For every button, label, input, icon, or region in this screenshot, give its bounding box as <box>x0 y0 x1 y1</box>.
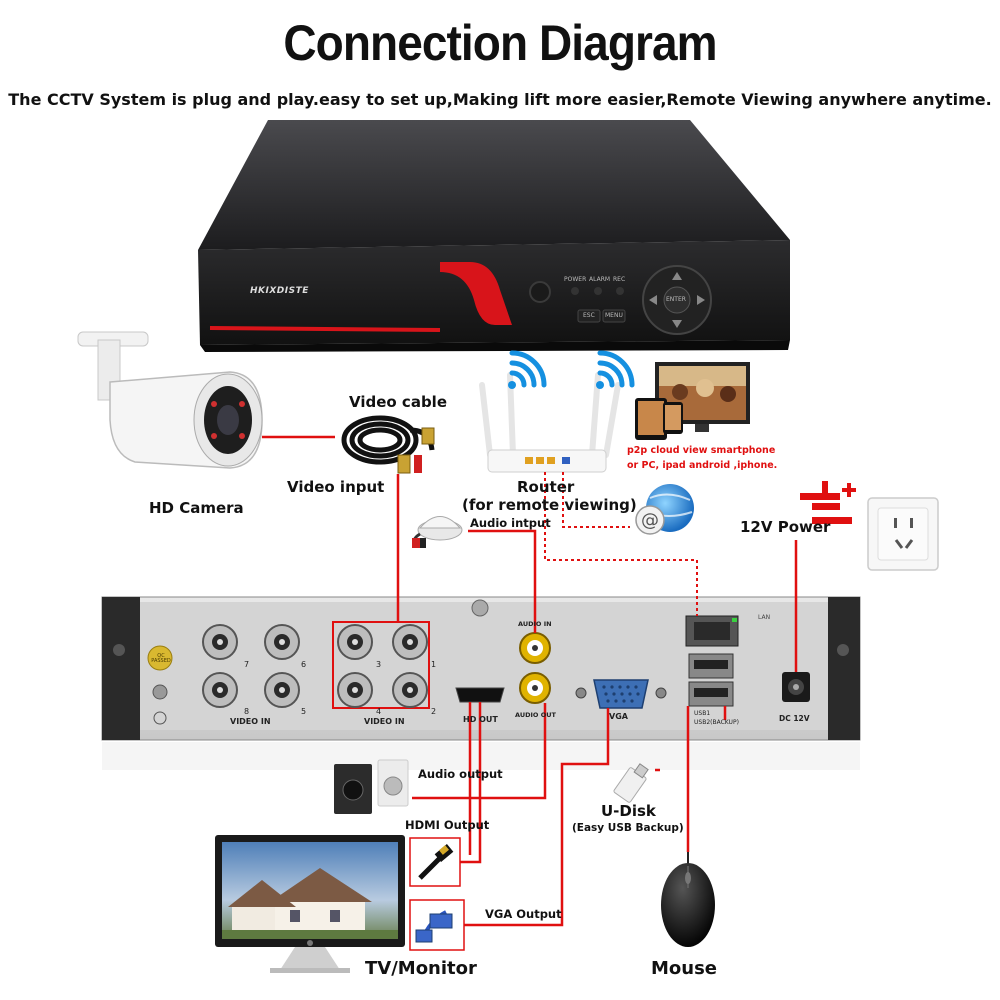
diagram-title: Connection Diagram <box>283 15 717 71</box>
mouse-icon <box>661 852 715 947</box>
p2p-line1-label: p2p cloud view smartphone <box>627 445 776 456</box>
audio-out-label: AUDIO OUT <box>515 711 556 719</box>
video-in-right-label: VIDEO IN <box>364 717 405 726</box>
router-lan-link <box>544 472 698 616</box>
audio-in-label: AUDIO IN <box>518 620 552 628</box>
alarm-led-icon <box>594 287 602 295</box>
vga-cable-icon <box>409 899 465 951</box>
esc-label: ESC <box>583 312 595 319</box>
hd-camera-label: HD Camera <box>149 499 244 517</box>
port-num-6: 6 <box>301 660 307 669</box>
vga-port <box>575 679 667 709</box>
hdmi-output-label: HDMI Output <box>405 818 490 832</box>
hd-out-label: HD OUT <box>463 715 498 724</box>
svg-text:@: @ <box>641 510 659 531</box>
audio-output-label: Audio output <box>418 767 503 781</box>
power-label: 12V Power <box>740 518 831 536</box>
port-num-4: 4 <box>376 707 382 716</box>
p2p-line2-label: or PC, ipad android ,iphone. <box>627 460 778 471</box>
audio-pickup-icon <box>412 516 463 548</box>
usb2-label: USB2(BACKUP) <box>694 719 739 726</box>
front-label-power: POWER <box>564 276 587 283</box>
port-num-1: 1 <box>431 660 437 669</box>
vga-label: VGA <box>609 712 628 721</box>
front-label-rec: REC <box>613 276 626 283</box>
internet-globe-icon: @ <box>635 484 694 535</box>
video-in-ports-5-8 <box>202 624 300 708</box>
diagram-subtitle: The CCTV System is plug and play.easy to… <box>8 90 992 109</box>
audio-out-port <box>519 672 551 704</box>
power-symbol-icon <box>800 481 856 524</box>
tv-monitor-label: TV/Monitor <box>365 958 477 979</box>
remote-devices-icon <box>635 362 750 440</box>
audio-in-port <box>519 632 551 664</box>
wall-outlet-icon <box>867 497 939 571</box>
router-note-label: (for remote viewing) <box>462 496 637 514</box>
router-label: Router <box>517 478 575 496</box>
port-num-3: 3 <box>376 660 382 669</box>
qc-sticker <box>147 645 173 671</box>
dc-power-port <box>782 672 810 702</box>
menu-button <box>602 309 626 323</box>
udisk-note-label: (Easy USB Backup) <box>572 822 684 834</box>
speakers-icon <box>334 759 409 814</box>
hd-camera-icon <box>77 331 263 469</box>
video-input-label: Video input <box>287 478 385 496</box>
lan-label: LAN <box>758 614 771 621</box>
video-cable-icon <box>341 415 435 474</box>
wifi-icon <box>596 350 635 389</box>
enter-label: ENTER <box>666 296 686 303</box>
lan-port <box>685 615 739 647</box>
ir-sensor-icon <box>529 281 551 303</box>
menu-label: MENU <box>605 312 623 319</box>
usb-drive-icon <box>613 763 649 803</box>
udisk-label: U-Disk <box>601 802 656 820</box>
rec-led-icon <box>616 287 624 295</box>
port-num-8: 8 <box>244 707 250 716</box>
hdmi-cable-icon <box>409 837 461 887</box>
mouse-label: Mouse <box>651 958 718 979</box>
power-led-icon <box>571 287 579 295</box>
audio-input-label: Audio intput <box>470 516 551 530</box>
connection-lines <box>262 435 798 927</box>
dvr-brand-label: HKIXDISTE <box>250 286 309 296</box>
video-cable-label: Video cable <box>349 393 447 411</box>
port-num-2: 2 <box>431 707 437 716</box>
wifi-icon <box>508 350 547 389</box>
dc-label: DC 12V <box>779 714 810 723</box>
router-icon <box>479 372 621 473</box>
qc-label: QC PASSED <box>151 653 171 664</box>
vga-output-label: VGA Output <box>485 907 562 921</box>
video-in-ports-1-4 <box>332 621 430 709</box>
dvr-red-accent <box>440 262 512 325</box>
dvr-front-unit <box>198 120 790 352</box>
tv-monitor-icon <box>215 835 405 973</box>
port-num-5: 5 <box>301 707 307 716</box>
video-in-left-label: VIDEO IN <box>230 717 271 726</box>
esc-button <box>577 309 601 323</box>
usb-ports <box>688 653 734 707</box>
front-label-alarm: ALARM <box>589 276 611 283</box>
usb1-label: USB1 <box>694 710 711 717</box>
port-num-7: 7 <box>244 660 250 669</box>
hdmi-port <box>455 687 505 703</box>
